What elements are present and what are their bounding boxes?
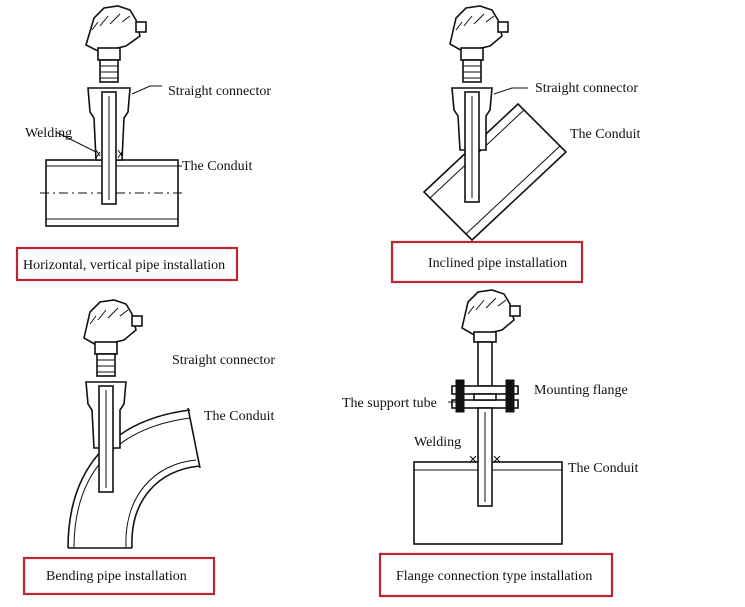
label-conduit: The Conduit bbox=[204, 409, 274, 424]
label-support-tube: The support tube bbox=[342, 396, 437, 411]
label-conduit: The Conduit bbox=[568, 461, 638, 476]
thermometer-2 bbox=[449, 5, 509, 203]
label-straight-connector: Straight connector bbox=[168, 84, 271, 99]
conduit-bent bbox=[67, 407, 201, 549]
label-conduit: The Conduit bbox=[182, 159, 252, 174]
caption-box bbox=[15, 246, 239, 282]
thermometer-1 bbox=[85, 5, 147, 205]
caption-horizontal: Horizontal, vertical pipe installation bbox=[23, 258, 225, 273]
caption-box bbox=[390, 240, 584, 284]
caption-bending: Bending pipe installation bbox=[46, 569, 187, 584]
panel-horizontal: Straight connector Welding The Conduit H… bbox=[15, 5, 271, 282]
thermometer-3 bbox=[83, 299, 143, 493]
panel-inclined: Straight connector The Conduit Inclined … bbox=[390, 5, 640, 284]
thermometer-4 bbox=[461, 289, 521, 387]
label-straight-connector: Straight connector bbox=[172, 353, 275, 368]
caption-box bbox=[378, 552, 614, 598]
label-straight-connector: Straight connector bbox=[535, 81, 638, 96]
caption-flange: Flange connection type installation bbox=[396, 569, 592, 584]
mounting-flange bbox=[451, 379, 519, 507]
caption-box bbox=[22, 556, 216, 596]
panel-bending: Straight connector The Conduit Bending p… bbox=[22, 299, 275, 596]
conduit-inclined bbox=[422, 102, 568, 242]
label-conduit: The Conduit bbox=[570, 127, 640, 142]
panel-flange: Mounting flange The support tube Welding… bbox=[342, 289, 638, 598]
label-welding: Welding bbox=[414, 435, 461, 450]
label-welding: Welding bbox=[25, 126, 72, 141]
label-mounting-flange: Mounting flange bbox=[534, 383, 628, 398]
caption-inclined: Inclined pipe installation bbox=[428, 256, 567, 271]
